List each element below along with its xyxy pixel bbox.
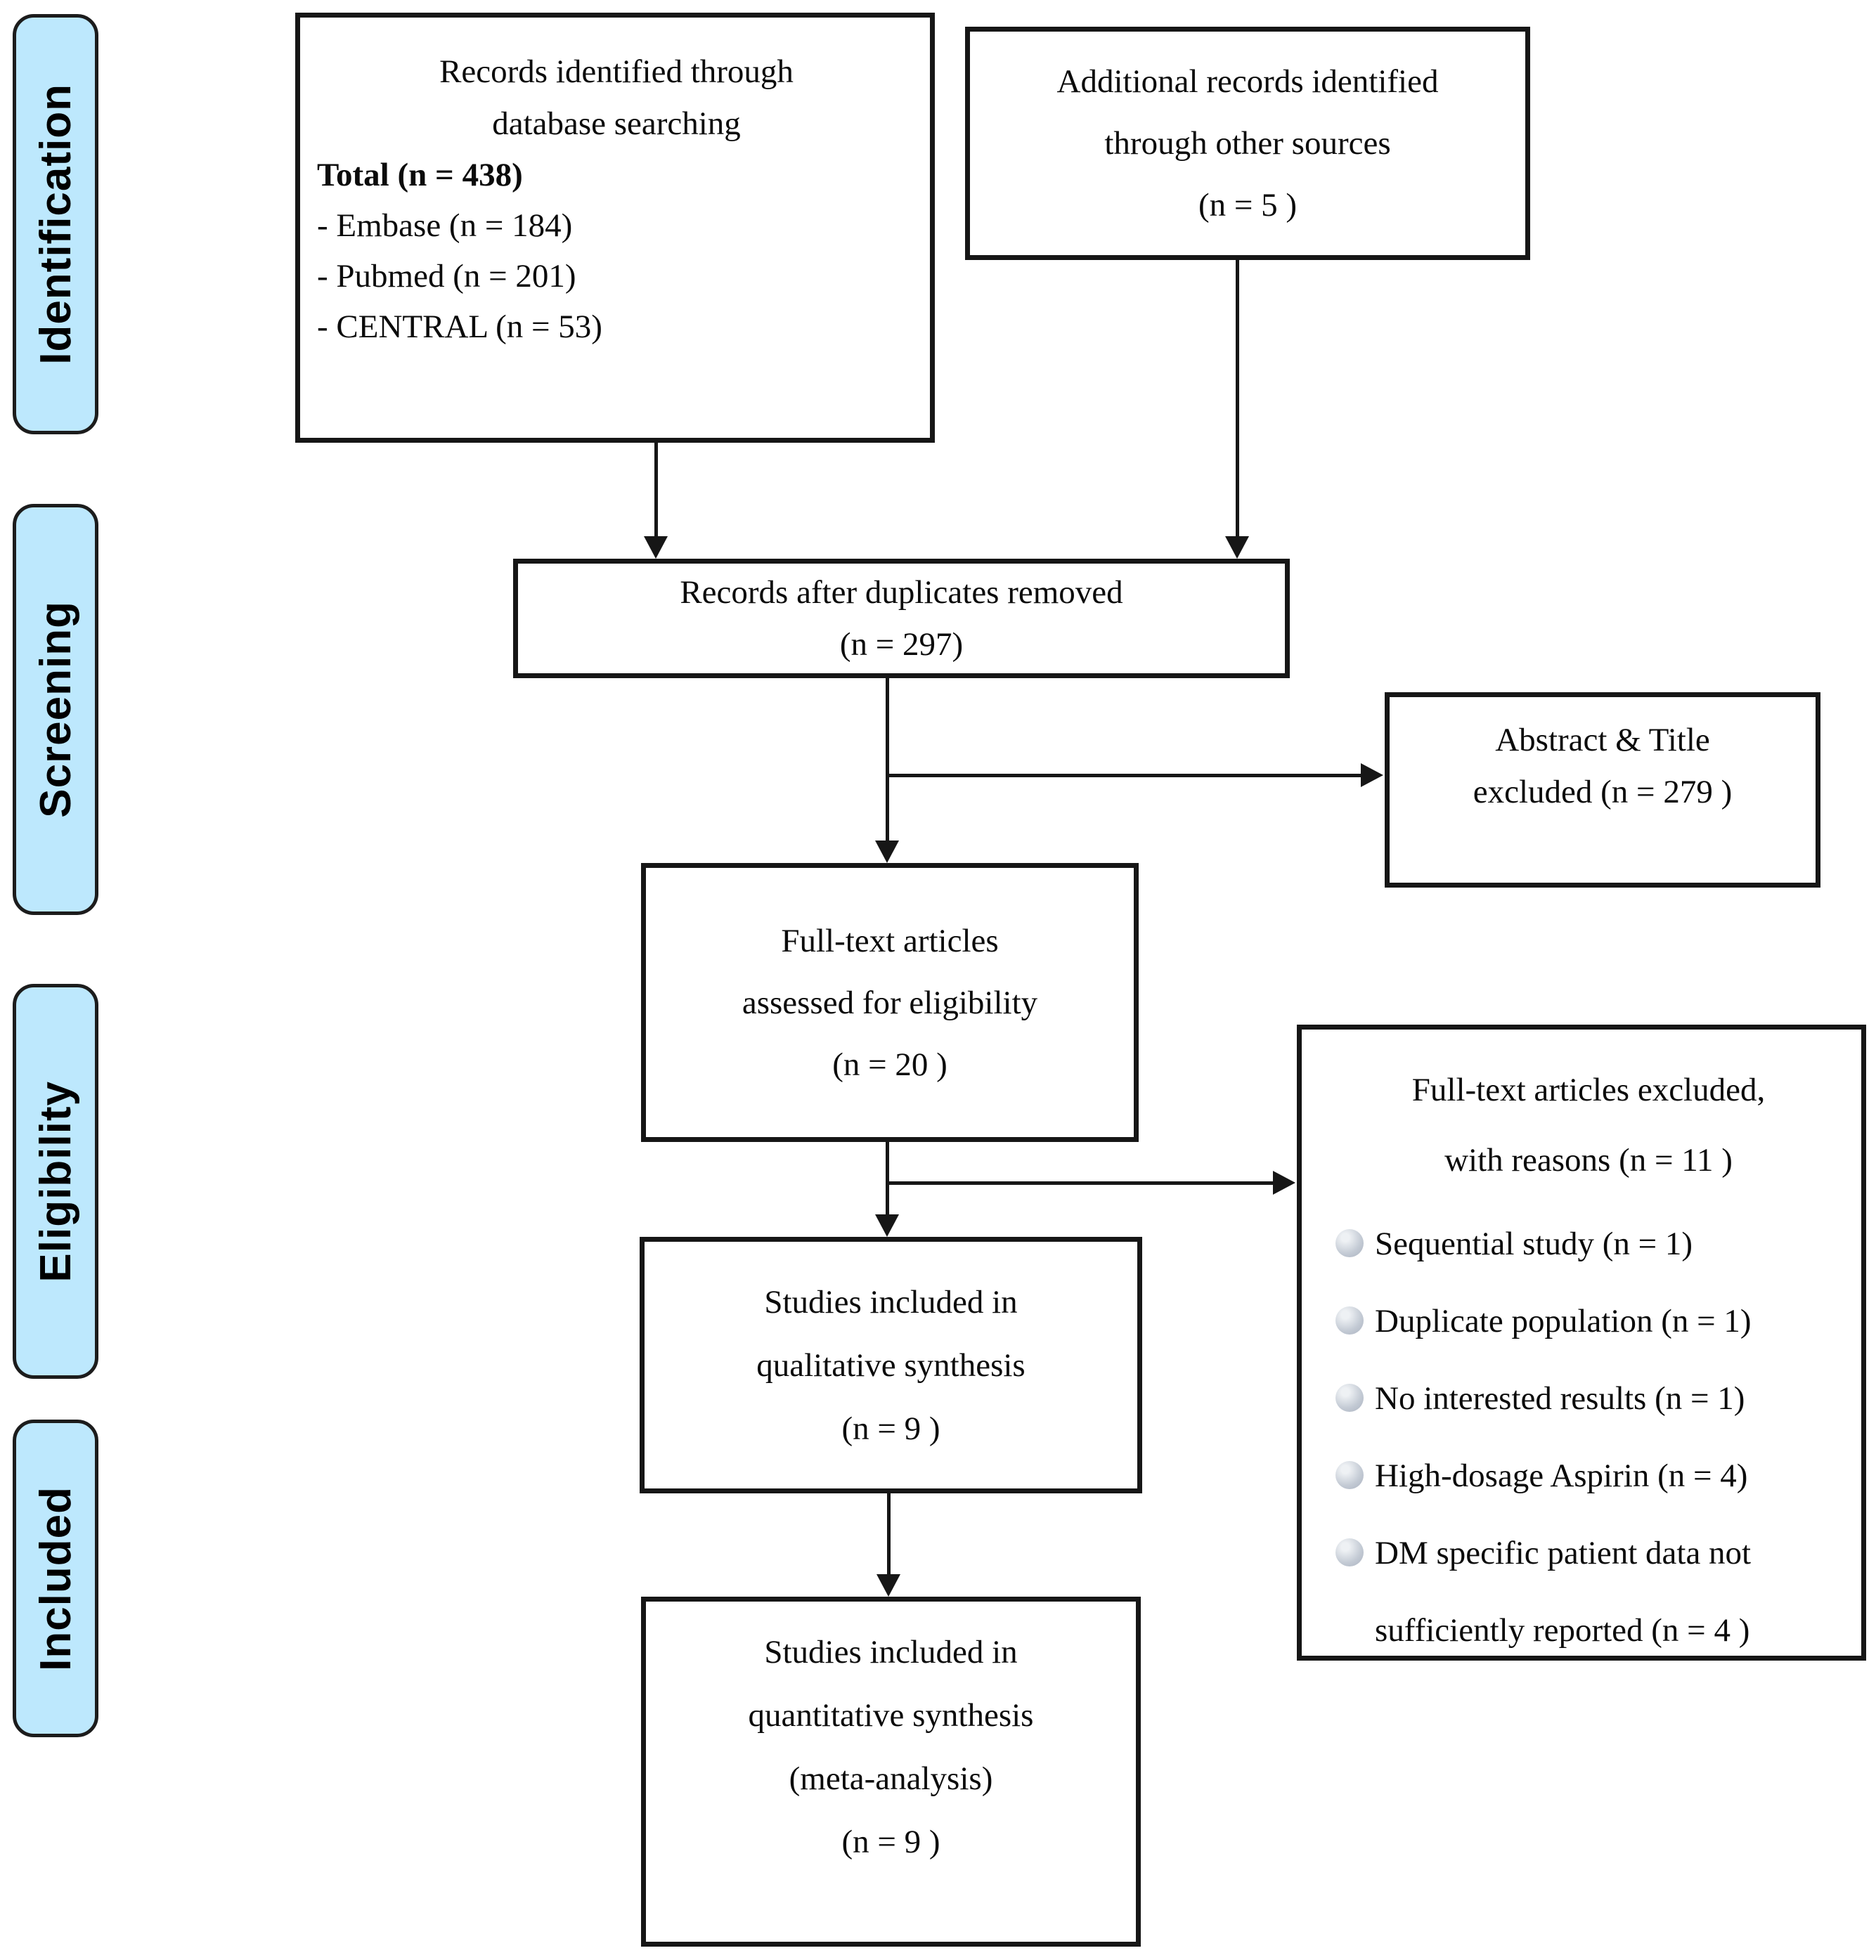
fulltext-excluded-title-line1: Full-text articles excluded, bbox=[1411, 1072, 1766, 1108]
branch-to-fulltext-excluded-line bbox=[887, 1181, 1274, 1185]
branch-to-abstract-excluded-head bbox=[1361, 763, 1383, 787]
reason-no-interested-results: No interested results (n = 1) bbox=[1334, 1360, 1843, 1437]
reason-high-dosage-aspirin-label: High-dosage Aspirin (n = 4) bbox=[1375, 1458, 1748, 1494]
arrow-identified-to-duplicates-line bbox=[654, 443, 658, 538]
abstract-excluded-line1: Abstract & Title bbox=[1495, 722, 1710, 758]
records-identified-source-pubmed: - Pubmed (n = 201) bbox=[317, 258, 576, 294]
arrow-duplicates-to-fulltext-head bbox=[875, 841, 899, 863]
box-additional-records: Additional records identified through ot… bbox=[965, 27, 1530, 260]
additional-records-line1: Additional records identified bbox=[1056, 63, 1439, 100]
additional-records-line2: through other sources bbox=[1104, 125, 1391, 162]
reason-duplicate-population-label: Duplicate population (n = 1) bbox=[1375, 1303, 1752, 1339]
abstract-excluded-count: excluded (n = 279 ) bbox=[1473, 774, 1733, 810]
arrow-identified-to-duplicates-head bbox=[644, 536, 668, 559]
reason-dm-data-not-reported: DM specific patient data not sufficientl… bbox=[1334, 1514, 1843, 1669]
reason-duplicate-population: Duplicate population (n = 1) bbox=[1334, 1283, 1843, 1360]
duplicates-removed-count: (n = 297) bbox=[839, 626, 964, 663]
reason-no-interested-results-label: No interested results (n = 1) bbox=[1375, 1380, 1745, 1417]
box-quantitative-synthesis: Studies included in quantitative synthes… bbox=[641, 1597, 1141, 1947]
fulltext-assessed-count: (n = 20 ) bbox=[832, 1046, 947, 1083]
sphere-bullet-icon bbox=[1335, 1306, 1364, 1335]
stage-identification-label: Identification bbox=[31, 84, 80, 365]
box-qualitative-synthesis: Studies included in qualitative synthesi… bbox=[640, 1237, 1142, 1493]
fulltext-excluded-title-line2: with reasons (n = 11 ) bbox=[1444, 1142, 1733, 1179]
stage-eligibility-label: Eligibility bbox=[31, 1080, 80, 1283]
arrow-fulltext-to-qualitative-line bbox=[886, 1142, 889, 1216]
quantitative-line2: quantitative synthesis bbox=[748, 1697, 1034, 1734]
records-identified-total: Total (n = 438) bbox=[317, 157, 523, 193]
reason-sequential-study-label: Sequential study (n = 1) bbox=[1375, 1226, 1693, 1262]
records-identified-title-line1: Records identified through bbox=[439, 53, 794, 90]
stage-screening: Screening bbox=[13, 504, 98, 915]
sphere-bullet-icon bbox=[1335, 1229, 1364, 1257]
fulltext-assessed-line2: assessed for eligibility bbox=[742, 984, 1038, 1021]
arrow-additional-to-duplicates-head bbox=[1225, 536, 1249, 559]
quantitative-count: (n = 9 ) bbox=[841, 1824, 940, 1860]
stage-screening-label: Screening bbox=[31, 601, 80, 818]
records-identified-title-line2: database searching bbox=[492, 105, 741, 142]
records-identified-source-central: - CENTRAL (n = 53) bbox=[317, 309, 602, 345]
stage-eligibility: Eligibility bbox=[13, 984, 98, 1379]
stage-identification: Identification bbox=[13, 14, 98, 434]
box-abstract-title-excluded: Abstract & Title excluded (n = 279 ) bbox=[1385, 692, 1820, 888]
branch-to-fulltext-excluded-head bbox=[1273, 1171, 1295, 1195]
reason-sequential-study: Sequential study (n = 1) bbox=[1334, 1205, 1843, 1283]
box-fulltext-assessed: Full-text articles assessed for eligibil… bbox=[641, 863, 1139, 1142]
additional-records-count: (n = 5 ) bbox=[1198, 187, 1298, 223]
arrow-qualitative-to-quantitative-head bbox=[876, 1574, 900, 1597]
records-identified-source-embase: - Embase (n = 184) bbox=[317, 207, 573, 244]
quantitative-line3: (meta-analysis) bbox=[789, 1760, 993, 1797]
sphere-bullet-icon bbox=[1335, 1461, 1364, 1489]
reason-dm-data-not-reported-label: DM specific patient data not sufficientl… bbox=[1375, 1535, 1752, 1649]
qualitative-line2: qualitative synthesis bbox=[756, 1346, 1026, 1384]
reason-high-dosage-aspirin: High-dosage Aspirin (n = 4) bbox=[1334, 1437, 1843, 1514]
sphere-bullet-icon bbox=[1335, 1384, 1364, 1412]
qualitative-line1: Studies included in bbox=[764, 1283, 1018, 1320]
duplicates-removed-line1: Records after duplicates removed bbox=[680, 574, 1123, 611]
stage-included: Included bbox=[13, 1420, 98, 1737]
fulltext-assessed-line1: Full-text articles bbox=[781, 922, 999, 959]
stage-included-label: Included bbox=[31, 1486, 80, 1671]
fulltext-excluded-reason-list: Sequential study (n = 1) Duplicate popul… bbox=[1334, 1205, 1843, 1669]
arrow-duplicates-to-fulltext-line bbox=[886, 677, 889, 842]
box-fulltext-excluded: Full-text articles excluded, with reason… bbox=[1297, 1025, 1866, 1661]
arrow-fulltext-to-qualitative-head bbox=[875, 1214, 899, 1237]
branch-to-abstract-excluded-line bbox=[887, 774, 1361, 777]
quantitative-line1: Studies included in bbox=[764, 1634, 1018, 1670]
box-duplicates-removed: Records after duplicates removed (n = 29… bbox=[513, 559, 1290, 678]
arrow-qualitative-to-quantitative-line bbox=[887, 1493, 891, 1576]
sphere-bullet-icon bbox=[1335, 1538, 1364, 1566]
arrow-additional-to-duplicates-line bbox=[1236, 260, 1239, 538]
box-records-identified: Records identified through database sear… bbox=[295, 13, 935, 443]
qualitative-count: (n = 9 ) bbox=[841, 1410, 940, 1447]
